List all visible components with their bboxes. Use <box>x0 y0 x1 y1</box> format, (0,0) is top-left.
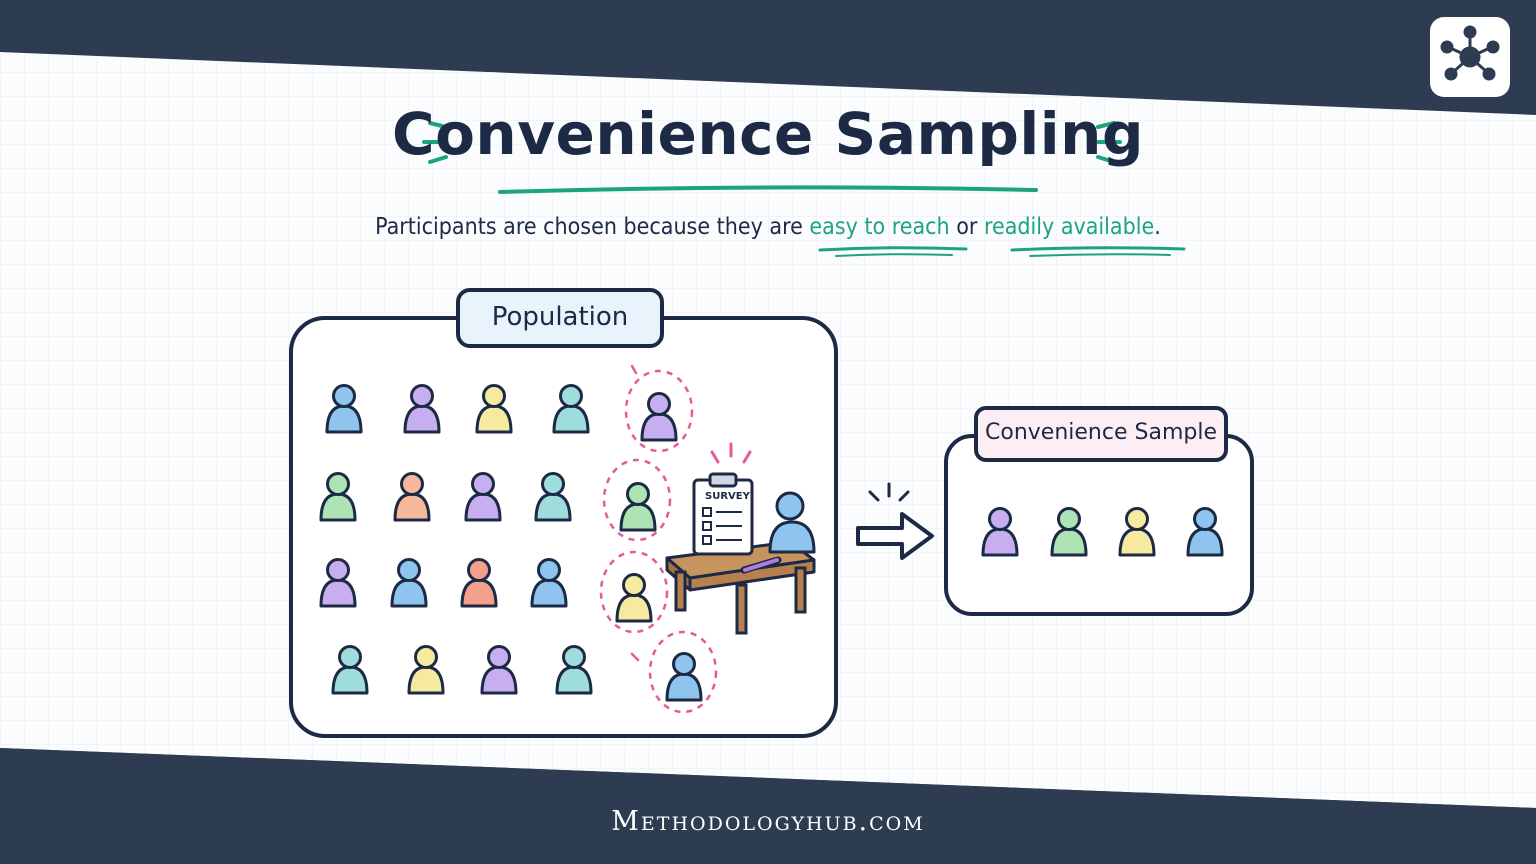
person-icon <box>393 472 431 522</box>
population-grid <box>319 384 593 695</box>
footer-site: Methodologyhub.com <box>611 806 925 837</box>
subtitle-part-1: Participants are chosen because they are <box>375 214 810 240</box>
person-icon <box>555 645 593 695</box>
selection-circle-4 <box>648 630 718 714</box>
sample-label: Convenience Sample <box>985 420 1217 445</box>
title-underline <box>498 185 1038 194</box>
person-icon <box>460 558 498 608</box>
selected-people <box>615 392 703 702</box>
person-icon <box>403 384 441 434</box>
person-icon <box>981 507 1019 557</box>
person-icon <box>475 384 513 434</box>
person-icon <box>619 482 657 532</box>
person-icon <box>319 472 357 522</box>
selection-circle-2 <box>602 458 672 542</box>
arrow-right-icon <box>856 512 934 560</box>
title-accent-left <box>422 121 448 164</box>
page-title: Convenience Sampling <box>392 100 1144 168</box>
underline-easy-to-reach-2 <box>835 253 953 257</box>
selection-circle-3 <box>599 550 669 634</box>
sample-label-box <box>974 406 1228 462</box>
footer-band <box>0 748 1536 864</box>
network-hub-icon <box>1440 25 1500 81</box>
person-icon <box>530 558 568 608</box>
underline-easy-to-reach <box>818 246 968 252</box>
selection-ticks <box>630 364 640 662</box>
person-icon <box>1118 507 1156 557</box>
arrow-sparkle <box>868 482 910 502</box>
person-icon <box>552 384 590 434</box>
person-icon <box>390 558 428 608</box>
underline-readily-available-2 <box>1029 253 1171 257</box>
population-label: Population <box>491 302 629 332</box>
subtitle: Participants are chosen because they are… <box>0 214 1536 240</box>
person-icon <box>665 652 703 702</box>
subtitle-part-3: . <box>1154 214 1161 240</box>
person-icon <box>331 645 369 695</box>
subtitle-part-2: or <box>949 214 984 240</box>
pen-icon <box>740 556 782 574</box>
subtitle-highlight-1: easy to reach <box>809 214 950 240</box>
sample-people <box>981 507 1224 557</box>
subtitle-highlight-2: readily available <box>983 214 1155 240</box>
person-icon <box>534 472 572 522</box>
clipboard-icon <box>692 472 754 556</box>
person-icon <box>640 392 678 442</box>
clipboard-label: SURVEY <box>705 491 750 502</box>
selection-circles <box>599 369 718 714</box>
person-icon <box>1186 507 1224 557</box>
person-icon <box>319 558 357 608</box>
title-accent-right <box>1096 121 1122 164</box>
selection-circle-1 <box>624 369 694 453</box>
person-icon <box>480 645 518 695</box>
person-icon <box>615 573 653 623</box>
population-label-box <box>456 288 664 348</box>
person-icon <box>325 384 363 434</box>
person-icon <box>1050 507 1088 557</box>
underline-readily-available <box>1010 246 1186 252</box>
clipboard-sparkle <box>710 442 752 464</box>
person-icon <box>464 472 502 522</box>
person-icon <box>407 645 445 695</box>
surveyor-person-icon <box>768 491 816 554</box>
